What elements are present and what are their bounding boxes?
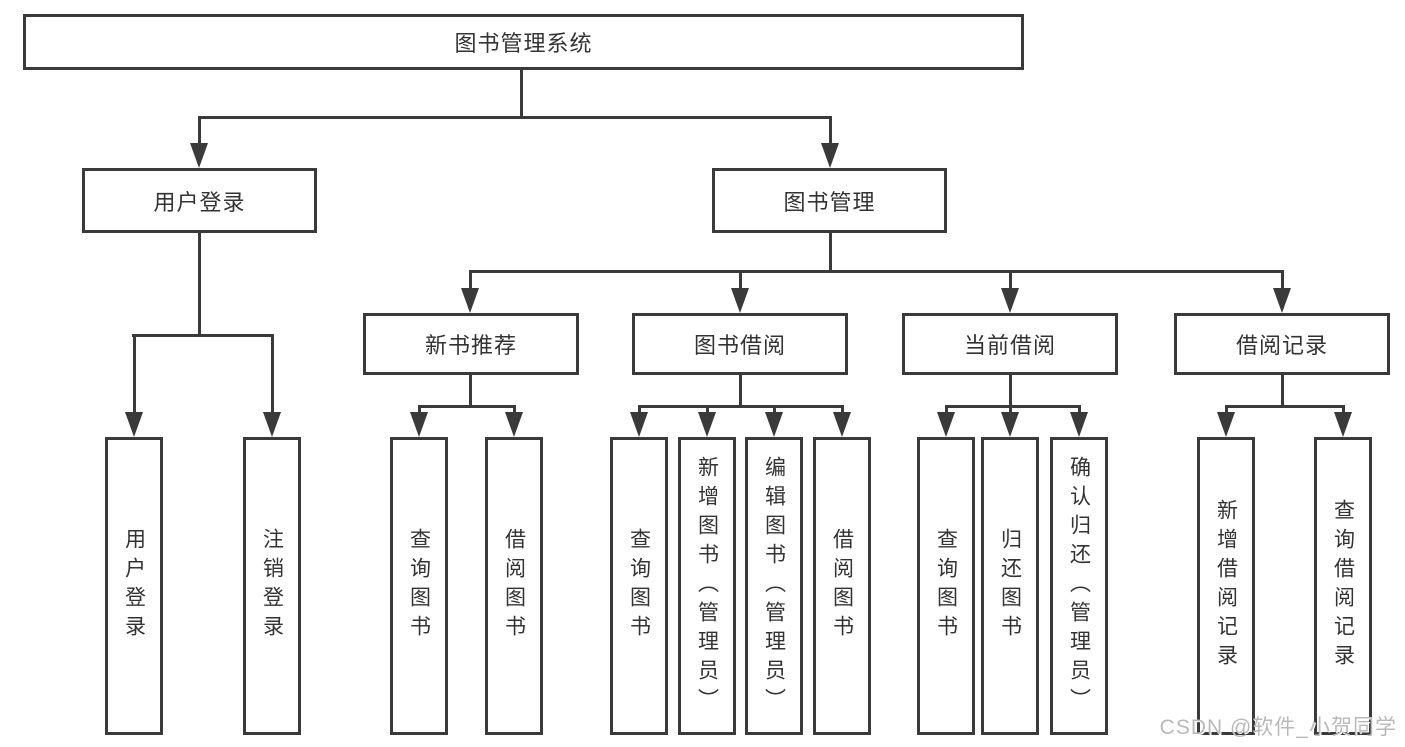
leaf-nbr-query-books: 查询图书 [390,437,448,735]
node-label: 新增借阅记录 [1214,499,1238,673]
connector-book-management-stem [828,233,832,273]
connector-current-borrow-stem [1008,375,1012,408]
leaf-bb-add-books-admin: 新增图书（管理员） [678,437,736,735]
connector-borrow-records-rail [1225,405,1344,408]
node-label: 借阅图书 [502,528,526,644]
leaf-cb-return-books: 归还图书 [981,437,1039,735]
node-label: 用户登录 [122,528,146,644]
node-label: 当前借阅 [963,333,1056,358]
leaf-bb-query-books: 查询图书 [610,437,668,735]
leaf-logout: 注销登录 [243,437,301,735]
node-label: 注销登录 [260,528,284,644]
leaf-br-add-borrow-record: 新增借阅记录 [1197,437,1255,735]
node-label: 查询图书 [627,528,651,644]
node-label: 编辑图书（管理员） [762,455,786,717]
node-label: 新书推荐 [424,333,517,358]
node-book-borrow: 图书借阅 [632,313,848,375]
node-label: 借阅图书 [830,528,854,644]
node-label: 图书借阅 [693,333,786,358]
node-book-management: 图书管理 [712,168,947,233]
connector-user-login-stem [197,233,201,337]
leaf-bb-edit-books-admin: 编辑图书（管理员） [745,437,803,735]
node-label: 查询图书 [934,528,958,644]
leaf-user-login: 用户登录 [105,437,163,735]
node-label: 图书管理系统 [454,31,593,56]
node-label: 新增图书（管理员） [695,455,719,717]
node-label: 借阅记录 [1235,333,1328,358]
node-label: 查询借阅记录 [1331,499,1355,673]
node-label: 确认归还（管理员） [1067,455,1091,717]
connector-book-management-rail [469,270,1283,273]
node-label: 归还图书 [998,528,1022,644]
connector-new-book-recommend-stem [468,375,472,408]
csdn-watermark: CSDN @软件_小贺同学 [1159,716,1397,739]
node-borrow-records: 借阅记录 [1174,313,1390,375]
connector-borrow-records-stem [1280,375,1284,408]
leaf-br-query-borrow-record: 查询借阅记录 [1314,437,1372,735]
node-label: 图书管理 [783,189,876,215]
node-label: 用户登录 [153,189,246,215]
leaf-cb-query-books: 查询图书 [917,437,975,735]
node-user-login: 用户登录 [82,168,317,233]
leaf-bb-borrow-books: 借阅图书 [813,437,871,735]
node-label: 查询图书 [407,528,431,644]
node-new-book-recommend: 新书推荐 [363,313,579,375]
connector-book-borrow-rail [638,405,843,408]
node-current-borrow: 当前借阅 [902,313,1118,375]
connector-root-rail [198,116,832,119]
connector-current-borrow-rail [945,405,1080,408]
connector-root-stem [520,68,523,119]
leaf-nbr-borrow-books: 借阅图书 [485,437,543,735]
connector-book-borrow-stem [738,375,742,408]
leaf-cb-confirm-return-admin: 确认归还（管理员） [1050,437,1108,735]
connector-user-login-rail [132,334,274,337]
node-root-library-management-system: 图书管理系统 [23,14,1024,70]
connector-new-book-recommend-rail [418,405,516,408]
